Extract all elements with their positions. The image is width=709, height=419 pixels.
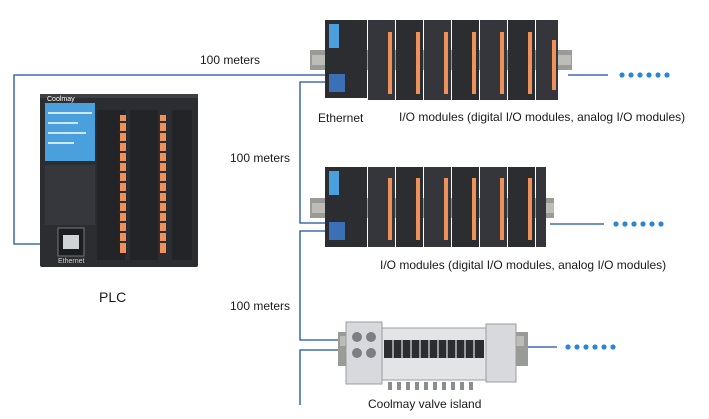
io-rack-1-icon	[310, 20, 572, 100]
plc-brand-label: Coolmay	[47, 96, 75, 103]
cable-rack1-to-rack2	[299, 81, 336, 224]
plc-port-label: Ethernet	[58, 258, 85, 265]
io-modules-label-2: I/O modules (digital I/O modules, analog…	[380, 258, 667, 272]
distance-label-2: 100 meters	[230, 151, 291, 165]
plc-label: PLC	[99, 289, 127, 305]
plc-unit-icon	[40, 94, 198, 267]
cable-rack2-to-valve	[299, 230, 350, 341]
ethernet-label: Ethernet	[318, 111, 364, 125]
io-modules-label-1: I/O modules (digital I/O modules, analog…	[399, 110, 686, 124]
distance-label-3: 100 meters	[230, 299, 291, 313]
continuation-dots-icon	[565, 72, 670, 350]
distance-label-1: 100 meters	[200, 53, 261, 67]
io-rack-2-icon	[310, 167, 554, 247]
cable-valve-down	[299, 349, 350, 405]
valve-island-icon	[338, 321, 528, 390]
valve-island-label: Coolmay valve island	[368, 397, 482, 411]
